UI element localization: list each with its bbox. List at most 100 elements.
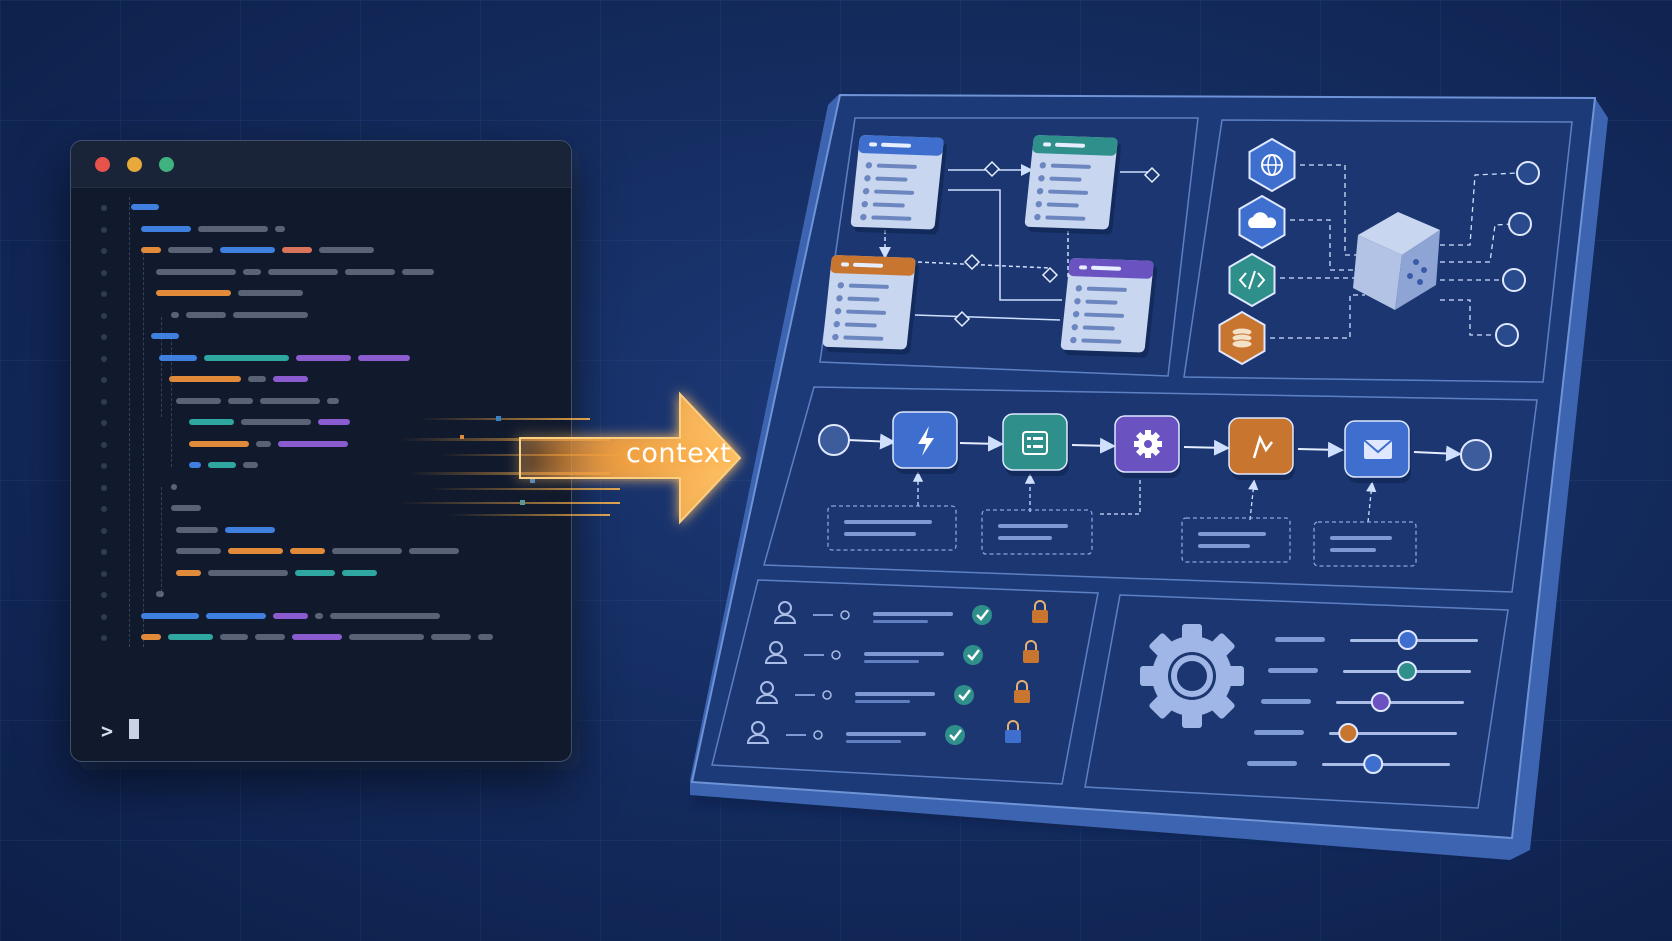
schema-card[interactable] (1060, 258, 1158, 358)
line-marker (101, 398, 107, 405)
schema-diamonds (953, 160, 1161, 328)
slider[interactable] (1247, 754, 1450, 774)
indent-guide (161, 487, 162, 597)
code-token (151, 333, 179, 339)
service-endpoints (1495, 161, 1540, 347)
line-marker (101, 226, 107, 233)
access-row[interactable] (755, 680, 1030, 705)
line-marker (101, 635, 107, 641)
schema-card[interactable] (850, 135, 948, 235)
code-token (141, 634, 161, 640)
minimize-window-button[interactable] (127, 157, 142, 172)
code-token (204, 354, 289, 361)
slider[interactable] (1261, 692, 1464, 712)
maximize-window-button[interactable] (159, 157, 174, 172)
lock-icon (1005, 730, 1021, 743)
code-token (243, 462, 258, 468)
service-connectors (1270, 164, 1519, 339)
close-window-button[interactable] (95, 157, 110, 172)
code-token (233, 311, 308, 318)
pipeline-start-node (818, 424, 850, 456)
hub-cube-icon[interactable] (1353, 212, 1440, 310)
code-area[interactable] (71, 187, 571, 761)
settings-sliders[interactable] (1247, 630, 1478, 774)
slider[interactable] (1275, 630, 1478, 650)
line-marker (101, 613, 107, 620)
text-cursor (129, 719, 139, 739)
code-token (176, 569, 201, 576)
code-token (206, 612, 266, 619)
line-marker (101, 355, 107, 362)
line-marker (101, 463, 107, 469)
bolt-icon[interactable] (892, 411, 959, 474)
globe-icon[interactable] (1248, 137, 1296, 193)
check-icon (972, 605, 992, 625)
code-token (228, 548, 283, 554)
check-icon (954, 685, 974, 705)
access-row[interactable] (764, 640, 1039, 665)
code-icon[interactable] (1228, 252, 1276, 308)
code-token (332, 548, 402, 554)
pipeline-connectors (847, 433, 1462, 462)
schema-card[interactable] (822, 255, 920, 355)
code-token (275, 225, 285, 232)
terminal-prompt: > (101, 719, 114, 743)
line-marker (101, 484, 107, 491)
service-icons[interactable] (1218, 137, 1296, 366)
line-marker (101, 592, 107, 598)
code-token (268, 268, 338, 275)
slider[interactable] (1268, 661, 1471, 681)
editor-titlebar (71, 141, 571, 188)
code-token (330, 612, 440, 619)
code-token (296, 354, 351, 361)
cloud-icon[interactable] (1238, 194, 1286, 250)
code-token (176, 526, 218, 533)
pipeline-steps[interactable] (892, 411, 1411, 483)
pipeline-note (1181, 517, 1291, 563)
list-icon[interactable] (1002, 413, 1069, 476)
access-row[interactable] (746, 720, 1021, 745)
code-token (409, 548, 459, 554)
pipeline-notes (827, 505, 1417, 567)
pipeline-note (1313, 521, 1417, 567)
gear-icon[interactable] (1114, 415, 1181, 478)
line-marker (101, 549, 107, 555)
code-token (225, 526, 275, 533)
schema-cards[interactable] (822, 135, 1158, 358)
code-token (342, 569, 377, 576)
code-token (345, 268, 395, 275)
schema-card[interactable] (1024, 135, 1122, 235)
code-token (278, 440, 348, 447)
code-token (282, 247, 312, 253)
pipeline-note-links (912, 471, 1377, 523)
code-token (220, 247, 275, 253)
code-token (295, 569, 335, 576)
code-token (273, 376, 308, 382)
pipeline-end-node (1460, 439, 1492, 471)
database-icon[interactable] (1218, 310, 1266, 366)
code-token (198, 225, 268, 232)
code-token (319, 247, 374, 253)
line-marker (101, 377, 107, 383)
code-token (478, 634, 493, 640)
access-list[interactable] (746, 600, 1048, 745)
branch-icon[interactable] (1228, 417, 1295, 480)
slider[interactable] (1254, 723, 1457, 743)
line-marker (101, 441, 107, 448)
code-token (171, 483, 177, 490)
lock-icon (1023, 650, 1039, 663)
line-marker (101, 570, 107, 577)
code-token (156, 290, 231, 296)
code-token (315, 612, 323, 619)
mail-icon[interactable] (1344, 420, 1411, 483)
code-editor-window[interactable]: > (70, 140, 572, 762)
line-marker (101, 527, 107, 534)
code-token (318, 419, 350, 425)
code-token (189, 440, 249, 447)
code-token (220, 634, 248, 640)
access-row[interactable] (773, 600, 1048, 625)
code-token (349, 634, 424, 640)
indent-guide (171, 337, 172, 467)
context-label: context (626, 438, 732, 469)
